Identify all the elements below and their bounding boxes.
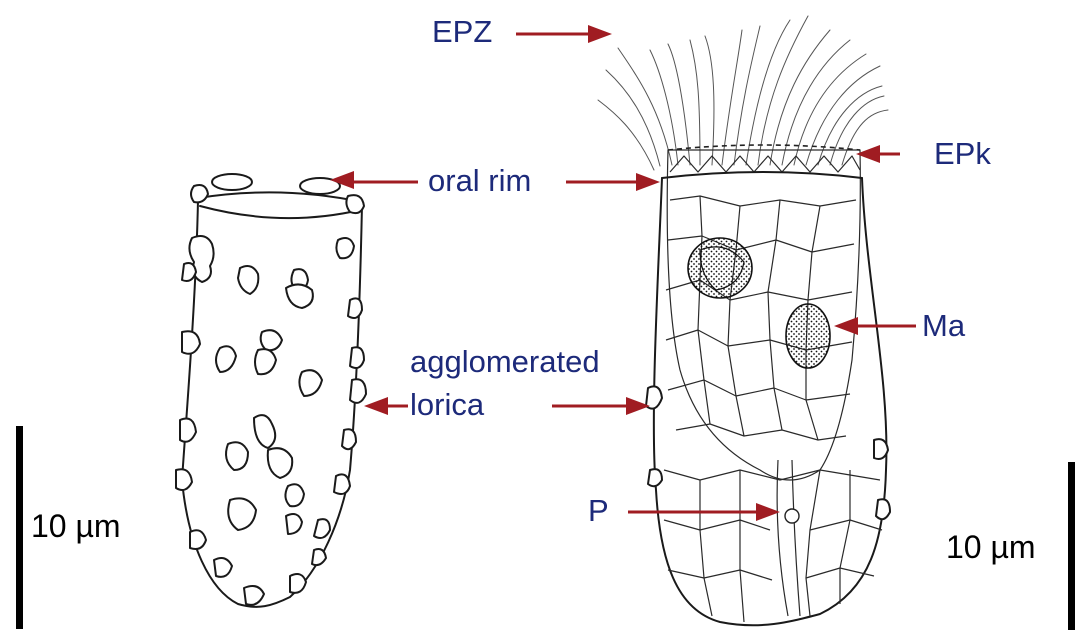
ciliate-in-lorica	[598, 16, 890, 625]
label-agglomerated: agglomerated	[410, 346, 600, 378]
scale-bar-right	[1068, 462, 1075, 630]
empty-lorica	[176, 174, 366, 607]
annotation-arrows	[330, 25, 916, 521]
scale-label-right: 10 µm	[946, 530, 1036, 564]
label-oral-rim: oral rim	[428, 165, 531, 197]
scale-label-left: 10 µm	[31, 509, 121, 543]
label-epk: EPk	[934, 138, 991, 170]
label-ma: Ma	[922, 310, 965, 342]
label-epz: EPZ	[432, 16, 492, 48]
scale-bar-left	[16, 426, 23, 629]
cilia	[598, 16, 888, 170]
label-p: P	[588, 495, 609, 527]
label-lorica: lorica	[410, 389, 484, 421]
